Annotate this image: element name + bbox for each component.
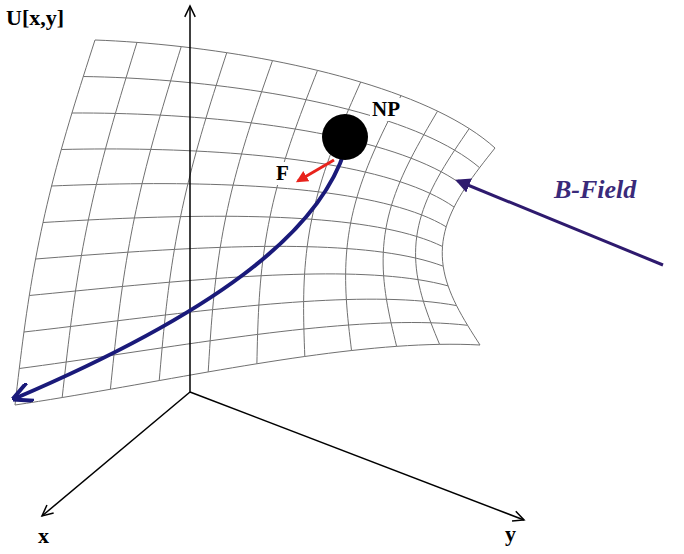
mesh-line	[61, 149, 454, 207]
mesh-line	[15, 344, 480, 405]
force-arrow	[298, 160, 334, 181]
mesh-line	[43, 216, 443, 246]
mesh-line	[52, 184, 447, 227]
axis-line	[189, 6, 191, 392]
particle-label: NP	[370, 98, 402, 121]
axis-label: U[x,y]	[4, 6, 66, 30]
axis-label: y	[503, 522, 518, 546]
axis-arrowhead	[512, 511, 524, 521]
field-label: B-Field	[552, 176, 638, 205]
trajectory-curve	[16, 150, 345, 398]
mesh-line	[383, 111, 437, 346]
axis-label: x	[36, 524, 51, 548]
mesh-line	[19, 323, 467, 369]
potential-mesh	[15, 40, 495, 405]
mesh-line	[83, 77, 479, 168]
mesh-line	[36, 246, 444, 266]
axis-arrowhead	[42, 505, 54, 516]
nanoparticle	[322, 114, 368, 160]
axes	[42, 6, 524, 521]
axis-line	[190, 392, 524, 520]
mesh-line	[62, 42, 137, 397]
mesh-line	[15, 40, 95, 405]
force-label: F	[274, 162, 291, 185]
mesh-line	[72, 113, 466, 187]
axis-arrowhead	[185, 6, 195, 17]
mesh-fill	[15, 40, 495, 405]
mesh-line	[442, 148, 495, 345]
mesh-line	[416, 129, 470, 345]
axis-line	[42, 392, 190, 516]
mesh-line	[95, 40, 495, 148]
